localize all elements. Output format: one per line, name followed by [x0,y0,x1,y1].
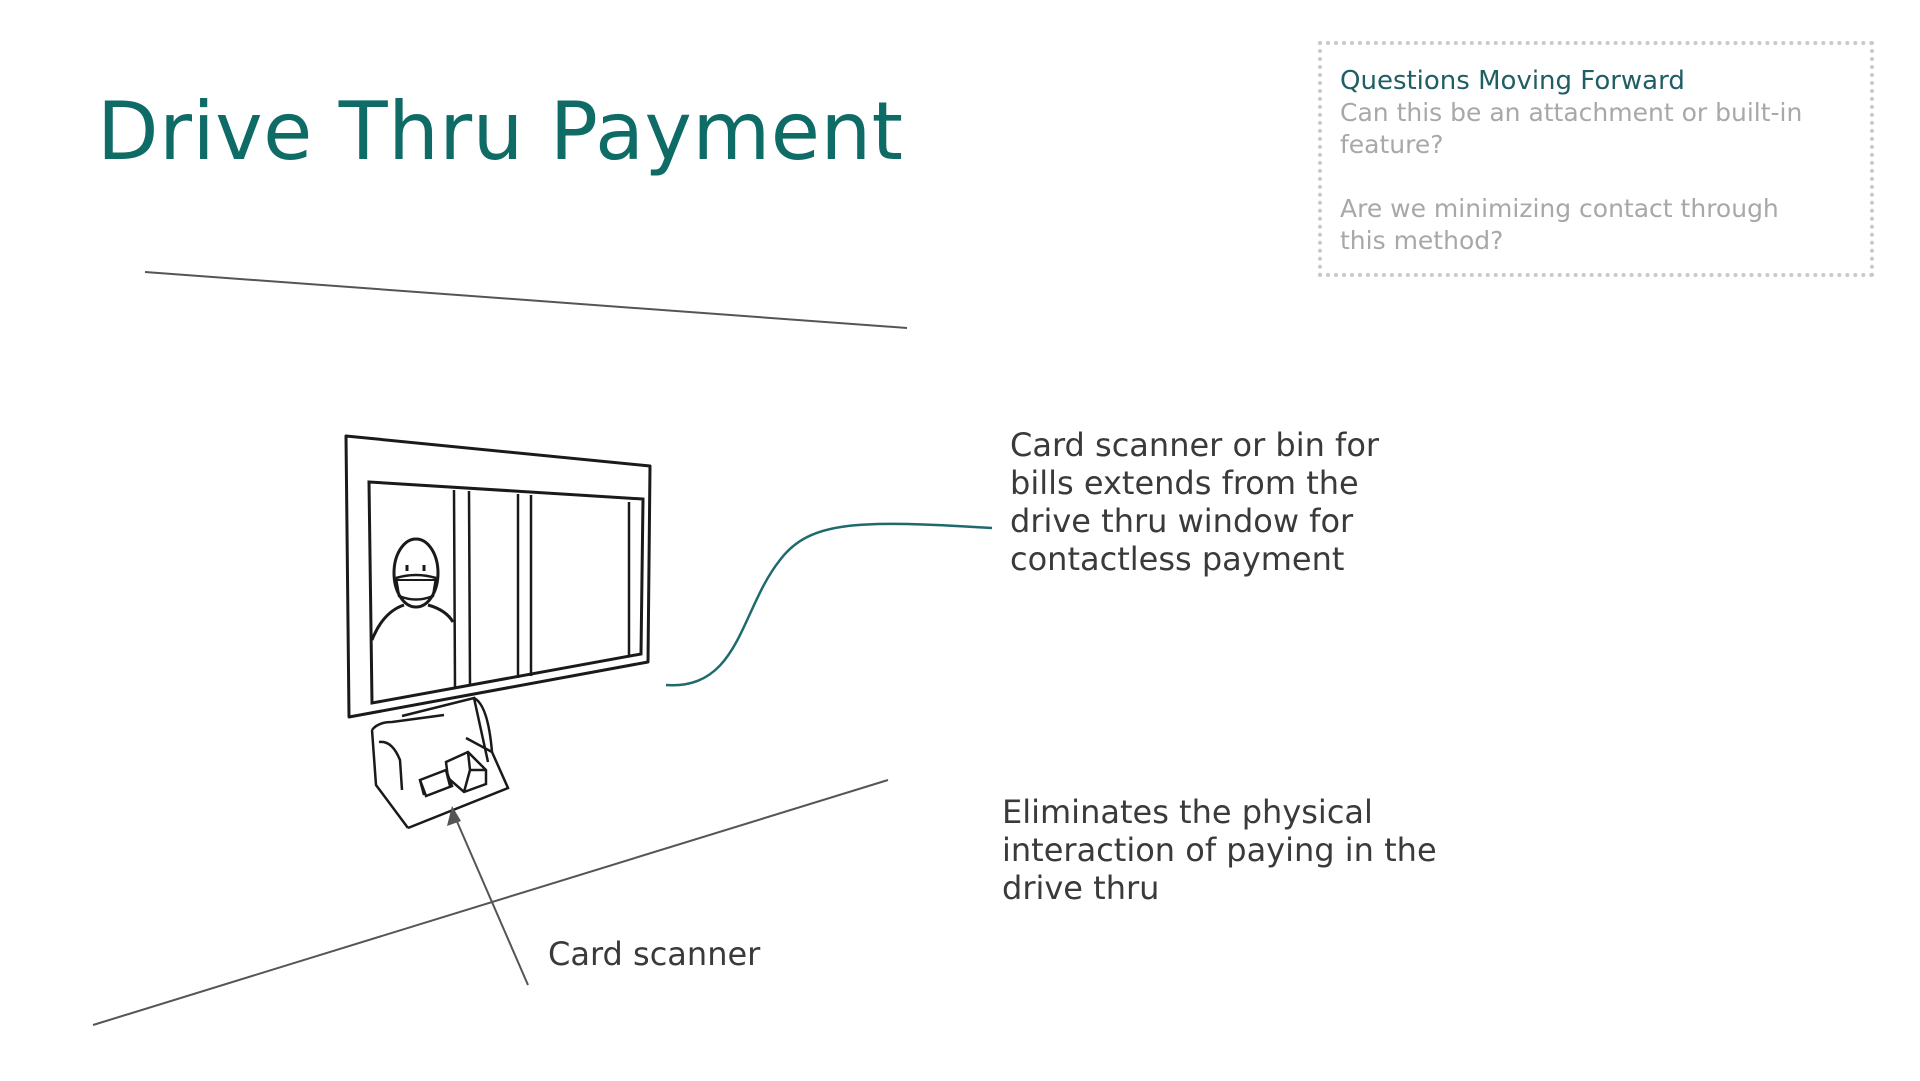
scanner-description-line: contactless payment [1010,540,1345,578]
question-1-line-2: feature? [1340,130,1444,159]
benefit-description-line: drive thru [1002,869,1160,907]
benefit-description-line: Eliminates the physical [1002,793,1373,831]
questions-heading: Questions Moving Forward [1340,66,1685,96]
scanner-description: Card scanner or bin for bills extends fr… [1010,426,1379,578]
question-2-line-1: Are we minimizing contact through [1340,194,1779,223]
benefit-description-line: interaction of paying in the [1002,831,1437,869]
page-title: Drive Thru Payment [97,85,904,178]
benefit-description: Eliminates the physical interaction of p… [1002,793,1437,907]
card-scanner-arrow-line [451,809,529,986]
tray-side-left [370,713,445,829]
scanner-description-line: Card scanner or bin for [1010,426,1380,464]
tray-side-left-inner [378,740,404,791]
scanner-description-line: bills extends from the [1010,464,1359,502]
ground-line [92,779,889,1026]
window-divider-1 [452,489,457,689]
question-1-line-1: Can this be an attachment or built-in [1340,98,1803,127]
questions-box: Questions Moving Forward Can this be an … [1318,41,1874,277]
card-scanner-arrowhead [447,806,461,826]
card-scanner-label: Card scanner [548,935,761,973]
roof-line [144,271,908,329]
tray-floor [407,736,510,830]
person-shoulders [370,603,455,641]
tray-back-panel [401,696,490,763]
person-head [392,537,440,609]
window-divider-2 [467,490,472,687]
scanner-description-line: drive thru window for [1010,502,1354,540]
question-2-line-2: this method? [1340,226,1504,255]
person-mask [394,573,438,601]
window-frame [344,434,652,719]
bill-bin [444,750,488,794]
callout-connector [665,522,993,687]
tray-right-wall [473,696,494,753]
window-glass [367,480,645,705]
